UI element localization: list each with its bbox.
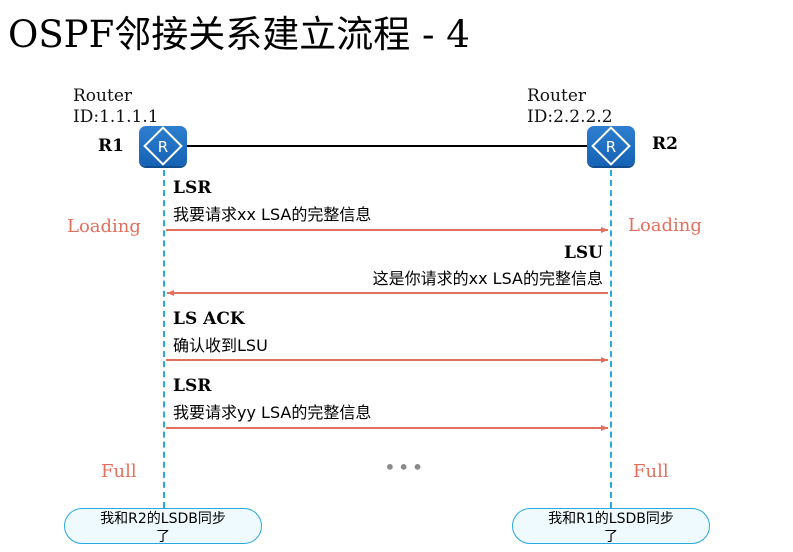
r2-router-icon: R	[587, 126, 635, 166]
message-text: 这是你请求的xx LSA的完整信息	[372, 269, 603, 288]
r2-router-label: Router	[527, 86, 587, 106]
r1-state-full: Full	[101, 461, 137, 482]
r1-bubble-line2: 了	[156, 529, 170, 545]
r1-lifeline	[163, 170, 165, 508]
message-title: LS ACK	[173, 309, 245, 329]
r2-lifeline	[610, 170, 612, 508]
message-text: 确认收到LSU	[173, 336, 268, 355]
r2-bubble-line2: 了	[604, 529, 618, 545]
svg-text:R: R	[158, 138, 168, 156]
router-icon: R	[143, 126, 183, 166]
r1-router-icon: R	[139, 126, 187, 166]
r1-router-id: ID:1.1.1.1	[73, 107, 159, 127]
message-title: LSU	[563, 243, 603, 263]
page-title: OSPF邻接关系建立流程 - 4	[8, 13, 470, 56]
r2-bubble-line1: 我和R1的LSDB同步	[548, 511, 674, 527]
r1-name: R1	[98, 136, 124, 156]
r1-router-label: Router	[73, 86, 133, 106]
ellipsis: •••	[384, 455, 426, 479]
r1-state-loading: Loading	[67, 216, 141, 237]
message-text: 我要请求yy LSA的完整信息	[173, 403, 372, 422]
message-title: LSR	[173, 376, 212, 396]
r2-router-id: ID:2.2.2.2	[527, 107, 613, 127]
r2-state-full: Full	[633, 461, 669, 482]
r1-sync-bubble: 我和R2的LSDB同步 了	[64, 508, 262, 545]
r2-sync-bubble: 我和R1的LSDB同步 了	[512, 508, 710, 545]
message-title: LSR	[173, 178, 212, 198]
r2-state-loading: Loading	[628, 215, 702, 236]
r2-name: R2	[652, 134, 678, 154]
r1-bubble-line1: 我和R2的LSDB同步	[100, 511, 226, 527]
router-icon: R	[591, 126, 631, 166]
message-text: 我要请求xx LSA的完整信息	[173, 205, 372, 224]
svg-text:R: R	[606, 138, 616, 156]
